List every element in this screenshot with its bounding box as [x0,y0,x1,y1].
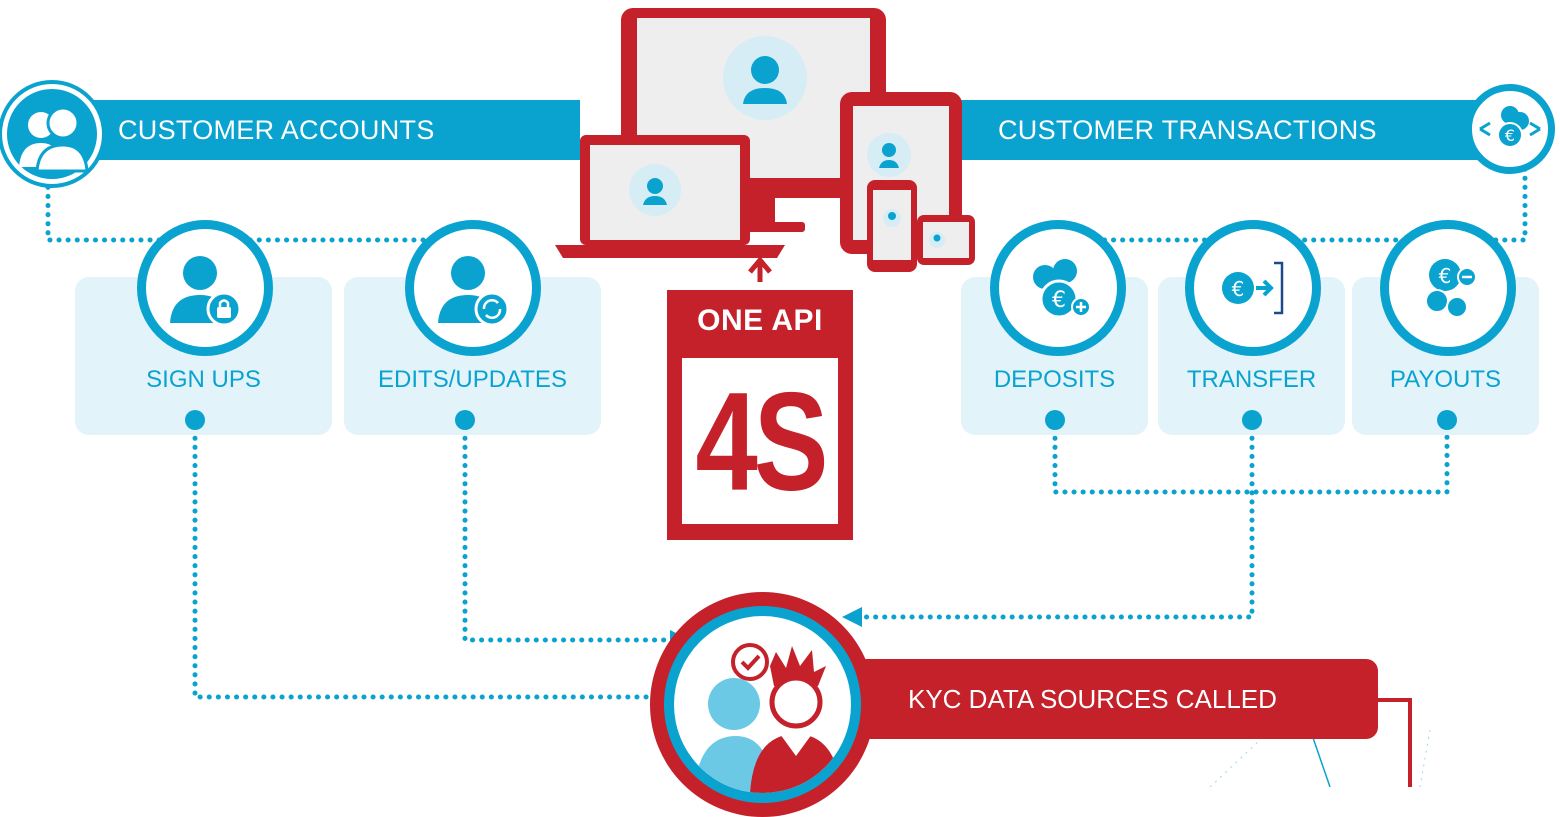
kyc-label: KYC DATA SOURCES CALLED [908,683,1277,714]
deposits-label: DEPOSITS [993,366,1116,393]
transfer-label: TRANSFER [1186,366,1317,393]
kyc-check-icon [650,592,875,817]
one-api-box: ONE API 4S [667,290,853,540]
coins-minus-icon: € [1380,220,1516,356]
transfer-dot [1242,410,1262,430]
edits-updates-label: EDITS/UPDATES [378,366,567,393]
deposits-dot [1045,410,1065,430]
svg-text:€: € [1505,126,1515,145]
svg-text:€: € [1232,277,1245,301]
sign-ups-dot [185,410,205,430]
svg-text:€: € [1439,264,1452,288]
customer-transactions-title: CUSTOMER TRANSACTIONS [998,114,1377,145]
user-refresh-icon [405,220,541,356]
euro-exchange-icon: € [1465,84,1555,174]
coins-plus-icon: € [990,220,1126,356]
payouts-dot [1437,410,1457,430]
user-lock-icon [137,220,273,356]
api-logo-panel: 4S [682,358,838,524]
svg-text:€: € [1052,288,1066,313]
sign-ups-label: SIGN UPS [146,366,261,393]
kyc-data-sources-bar: KYC DATA SOURCES CALLED [800,659,1378,739]
one-api-title: ONE API [697,304,823,337]
customers-icon [2,84,102,184]
customer-accounts-title: CUSTOMER ACCOUNTS [118,114,435,145]
coin-transfer-icon: € [1185,220,1321,356]
api-brand: 4S [695,362,829,520]
devices-icon [555,8,975,272]
customer-accounts-banner: CUSTOMER ACCOUNTS [40,100,580,160]
payouts-label: PAYOUTS [1389,366,1502,393]
customer-transactions-banner: CUSTOMER TRANSACTIONS [960,100,1520,160]
edits-updates-dot [455,410,475,430]
